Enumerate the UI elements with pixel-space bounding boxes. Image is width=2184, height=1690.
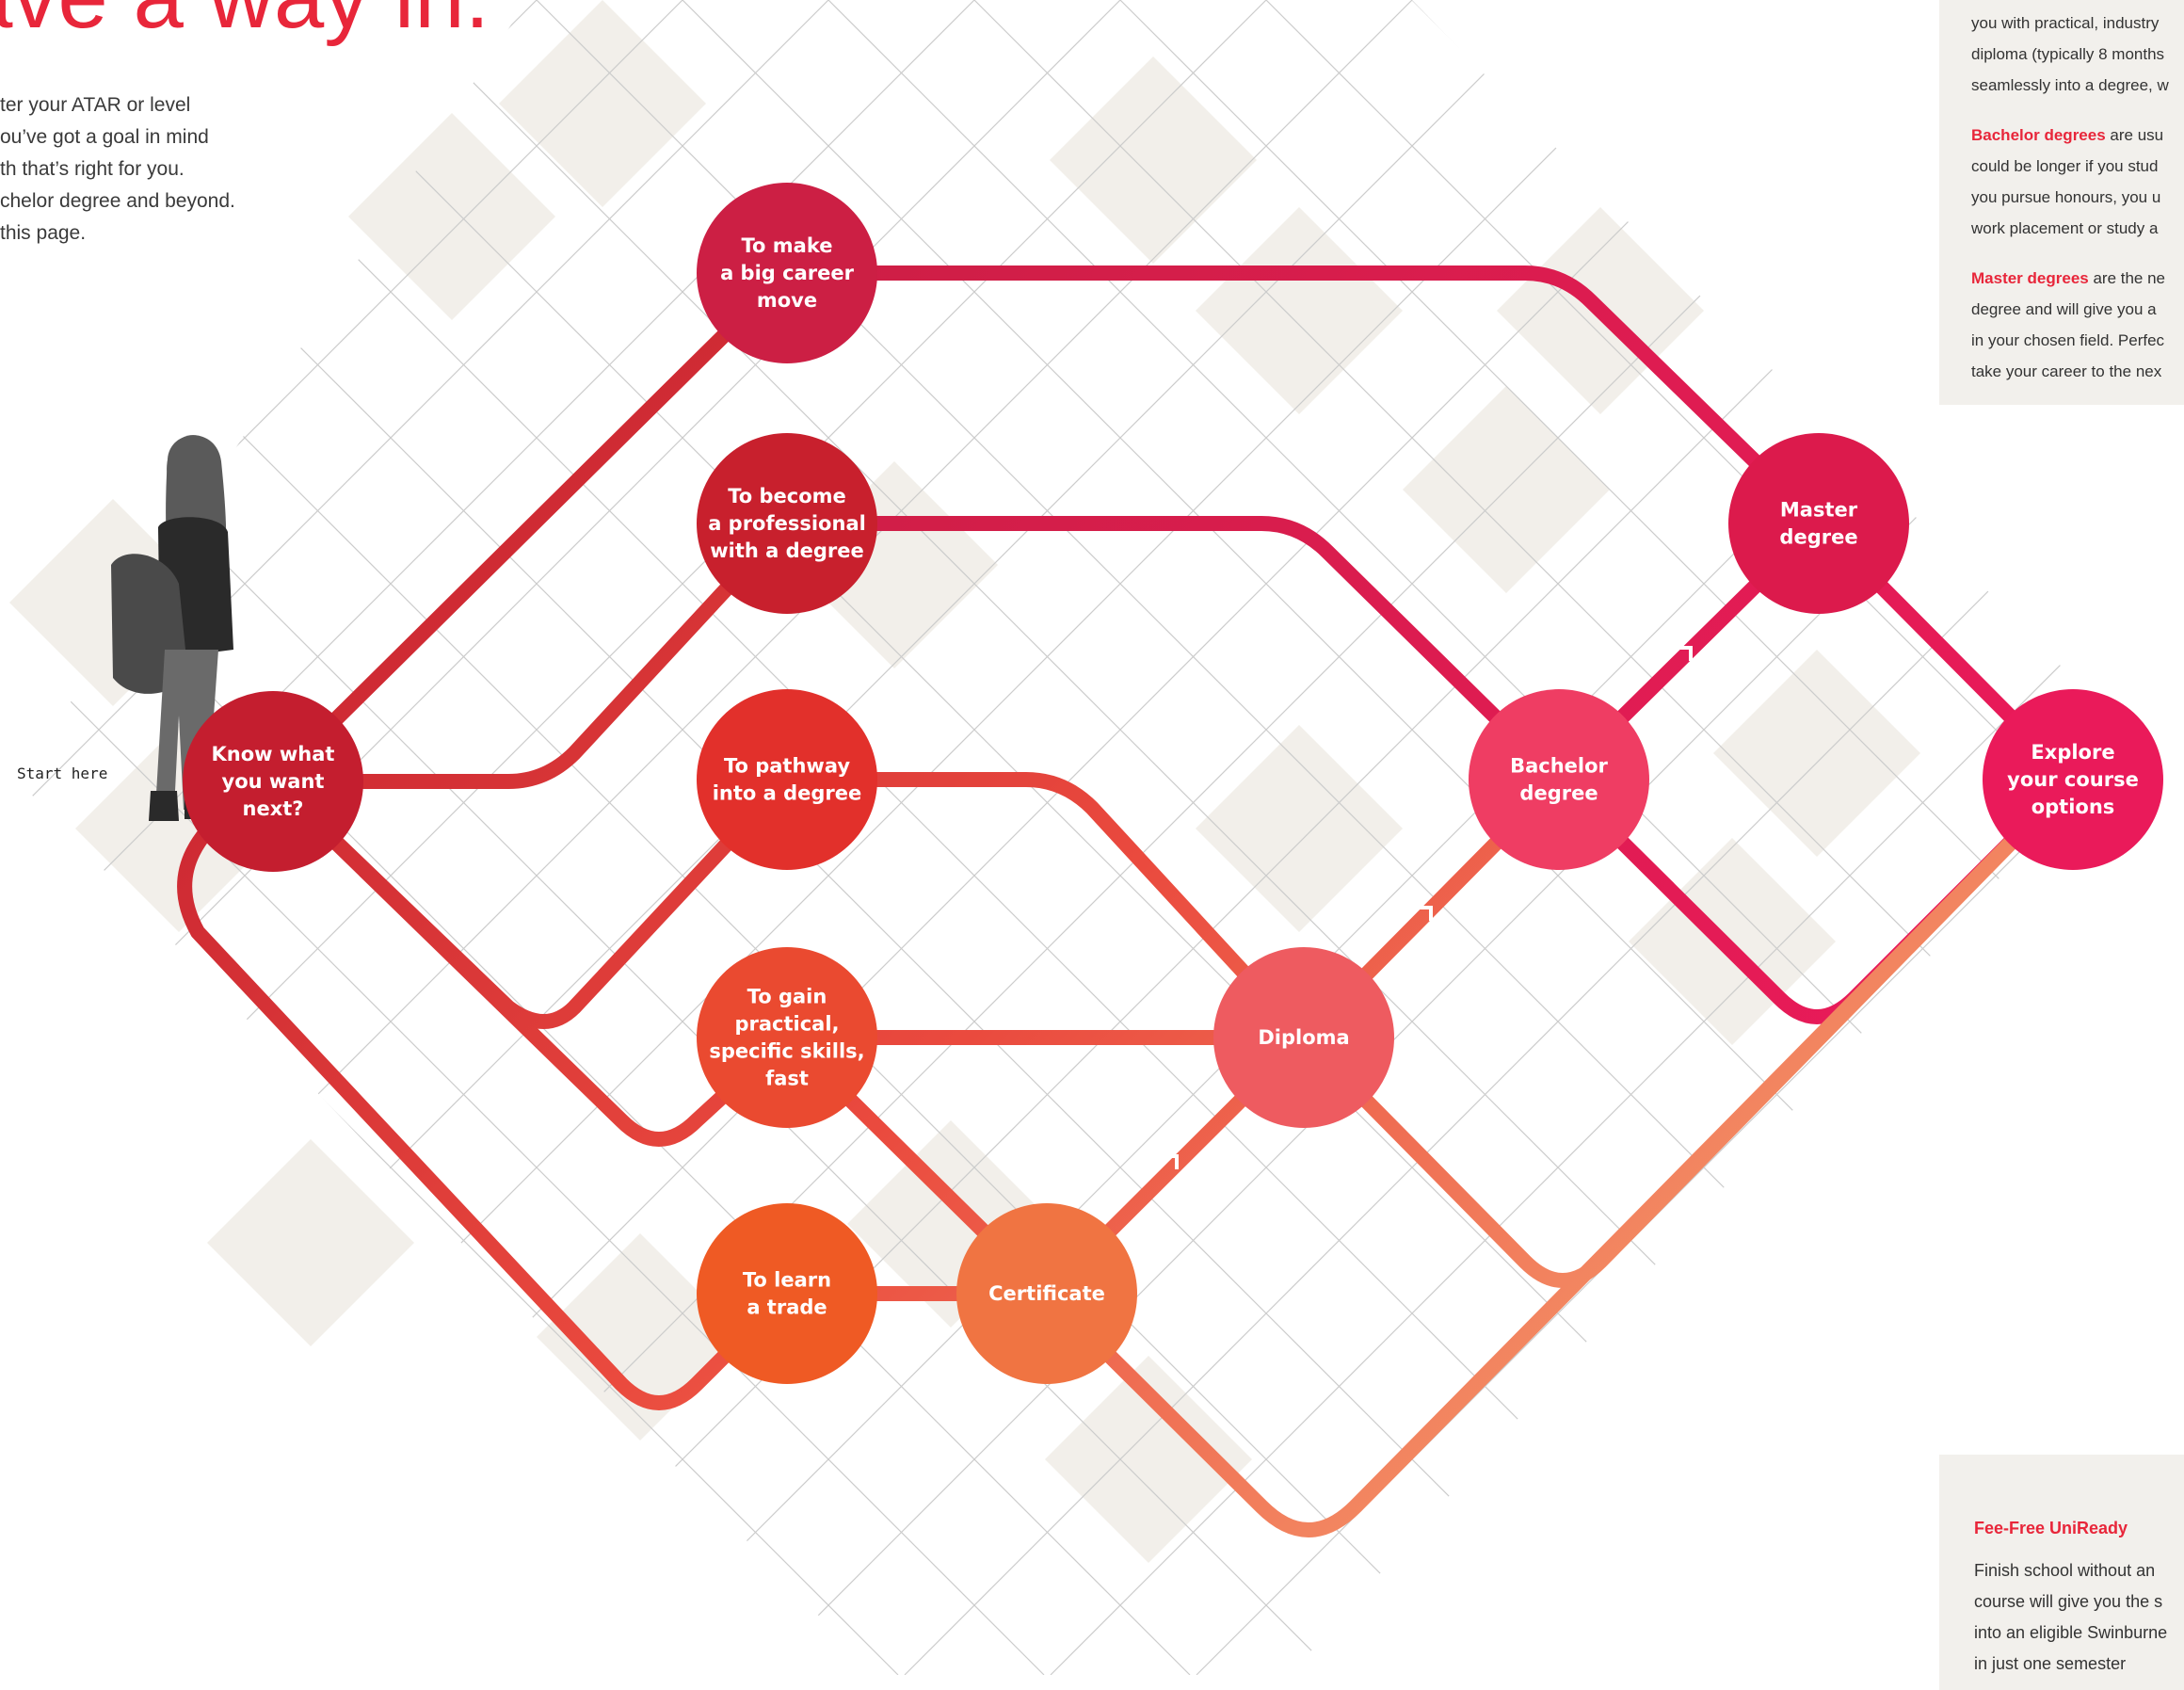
pathway-nodes: Know what you want next? To make a big caree… [183, 183, 2163, 1384]
node-label: next? [243, 797, 304, 820]
master-keyword: Master degrees [1971, 269, 2089, 287]
node-skills[interactable]: To gain practical, specific skills, fast [697, 947, 877, 1128]
grid-tile [1196, 207, 1403, 414]
node-label: degree [1519, 782, 1598, 805]
progression-arrow [1678, 646, 1693, 661]
grid-line [19, 0, 100, 1675]
grid-line [904, 0, 2128, 1675]
intro-line: ter your ATAR or level [0, 94, 191, 116]
node-circle [697, 1203, 877, 1384]
node-label: specific skills, [709, 1040, 864, 1063]
intro-line: chelor degree and beyond. [0, 190, 235, 212]
pathway-connector [1039, 772, 2080, 1537]
node-circle [697, 689, 877, 870]
node-label: Bachelor [1510, 755, 1608, 778]
start-here-label: Start here [17, 765, 108, 782]
node-bachelor[interactable]: Bachelor degree [1469, 689, 1649, 870]
node-label: Know what [212, 743, 335, 765]
pathway-connector [265, 266, 795, 789]
node-circle [697, 183, 877, 363]
node-label: with a degree [710, 539, 864, 562]
grid-tile [1196, 725, 1403, 932]
node-circle [956, 1203, 1137, 1384]
grid-tile [1050, 56, 1257, 264]
node-label: To gain [747, 986, 827, 1008]
node-label: Explore [2031, 741, 2114, 764]
grid-line [19, 0, 975, 1675]
pathway-connector [779, 516, 1566, 787]
node-label: a big career [720, 262, 855, 284]
node-label: Certificate [988, 1282, 1105, 1305]
node-pathway[interactable]: To pathway into a degree [697, 689, 877, 870]
node-certificate[interactable]: Certificate [956, 1203, 1137, 1384]
node-diploma[interactable]: Diploma [1213, 947, 1394, 1128]
node-label: options [2031, 796, 2115, 818]
grid-tile [207, 1139, 414, 1346]
progression-arrow [1418, 906, 1433, 921]
node-label: To pathway [724, 755, 850, 778]
node-career[interactable]: To make a big career move [697, 183, 877, 363]
node-label: To become [728, 485, 846, 507]
node-label: Diploma [1258, 1026, 1349, 1049]
node-label: move [757, 289, 817, 312]
page-headline: ave a way in. [0, 0, 490, 49]
pathway-connector [265, 774, 795, 1147]
node-label: a trade [747, 1296, 827, 1319]
node-label: you want [222, 770, 325, 793]
node-professional[interactable]: To become a professional with a degree [697, 433, 877, 614]
grid-line [98, 0, 1774, 1675]
grid-line [19, 0, 829, 1675]
node-circle [183, 691, 363, 872]
grid-line [1050, 0, 2128, 1675]
pathway-connector [265, 516, 795, 789]
progression-arrow [1164, 1154, 1179, 1169]
node-label: into a degree [713, 782, 862, 805]
uniready-panel: Fee-Free UniReady Finish school without … [1939, 1455, 2184, 1690]
node-label: practical, [734, 1013, 839, 1036]
grid-line [19, 0, 1191, 1675]
node-master[interactable]: Master degree [1728, 433, 1909, 614]
node-circle [697, 433, 877, 614]
pathway-connector [779, 772, 1311, 1045]
intro-text: ter your ATAR or level ou’ve got a goal … [0, 89, 273, 249]
pathway-connector [1296, 772, 2080, 1288]
intro-line: this page. [0, 222, 87, 244]
node-circle [1983, 689, 2163, 870]
node-trade[interactable]: To learn a trade [697, 1203, 877, 1384]
node-label: degree [1779, 526, 1857, 549]
node-circle [1469, 689, 1649, 870]
node-circle [1728, 433, 1909, 614]
grid-tile [1713, 650, 1920, 857]
uniready-title: Fee-Free UniReady [1974, 1519, 2128, 1537]
grid-tile [348, 113, 555, 320]
intro-line: th that’s right for you. [0, 158, 185, 180]
node-label: To learn [743, 1269, 831, 1292]
node-label: Master [1780, 499, 1858, 522]
grid-line [19, 0, 683, 1675]
node-circle [697, 947, 877, 1128]
node-label: a professional [708, 512, 866, 535]
node-label: To make [742, 234, 833, 257]
intro-line: ou’ve got a goal in mind [0, 126, 209, 148]
grid-line [19, 0, 1337, 1675]
node-explore[interactable]: Explore your course options [1983, 689, 2163, 870]
node-know[interactable]: Know what you want next? [183, 691, 363, 872]
node-label: fast [765, 1068, 809, 1090]
progression-arrows [1164, 646, 1693, 1169]
grid-tile [1045, 1356, 1252, 1563]
node-label: your course [2007, 768, 2139, 791]
pathway-connector [779, 266, 1826, 531]
node-circle [1213, 947, 1394, 1128]
bachelor-keyword: Bachelor degrees [1971, 126, 2106, 144]
grid-tile [499, 0, 706, 207]
